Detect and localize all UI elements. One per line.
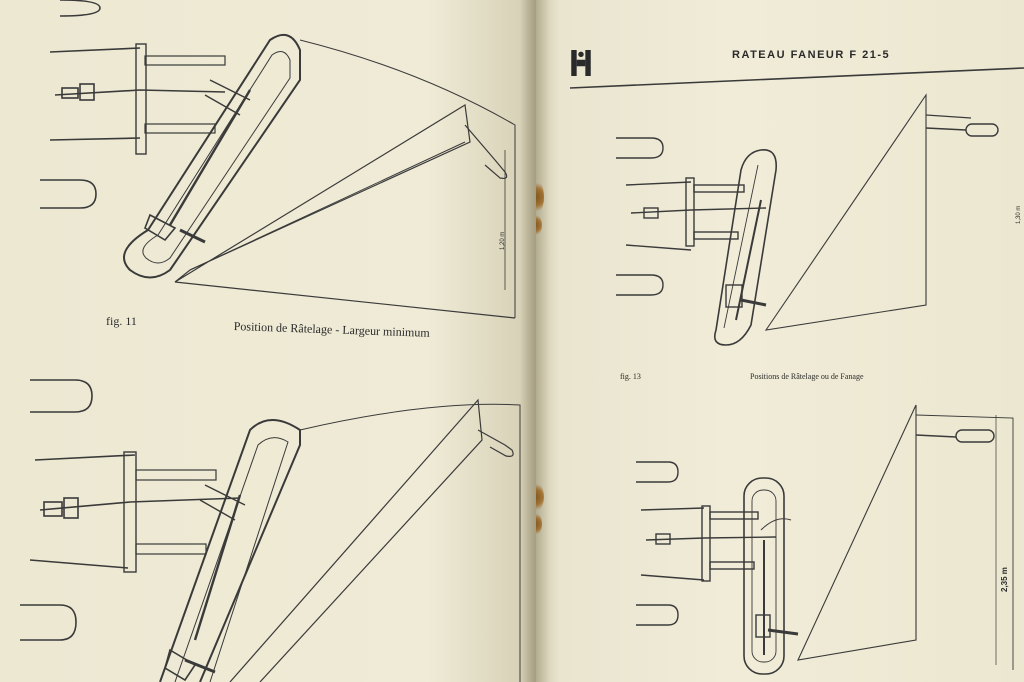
left-page: fig. 11 Position de Râtelage - Largeur m… bbox=[0, 0, 536, 682]
header-rule bbox=[569, 67, 1024, 89]
tine-hook bbox=[20, 604, 77, 641]
tine-hook bbox=[616, 274, 664, 296]
fig11-dimension: 1,20 m bbox=[500, 231, 506, 250]
frame-post bbox=[123, 451, 137, 573]
rust-stain bbox=[536, 482, 544, 512]
right-page-drawings bbox=[569, 67, 1024, 675]
fig13-dimension-bottom: 2,35 m bbox=[1000, 567, 1009, 592]
fig13-label: fig. 13 bbox=[620, 372, 641, 381]
left-page-drawings bbox=[20, 0, 521, 682]
tine-hook bbox=[59, 0, 101, 17]
tine-hook bbox=[636, 604, 679, 626]
right-page: RATEAU FANEUR F 21-5 fig. 13 Positions d… bbox=[536, 0, 1024, 682]
book-gutter bbox=[520, 0, 550, 682]
tine-hook bbox=[616, 137, 664, 159]
fig13-caption: Positions de Râtelage ou de Fanage bbox=[750, 372, 864, 381]
fig11-label: fig. 11 bbox=[106, 314, 137, 328]
rust-stain bbox=[536, 512, 542, 536]
page-title: RATEAU FANEUR F 21-5 bbox=[732, 49, 891, 61]
frame-post bbox=[135, 43, 147, 155]
rust-stain bbox=[536, 180, 544, 214]
fig13-dimension-top: 1,30 m bbox=[1016, 205, 1022, 224]
tine-hook bbox=[636, 461, 679, 483]
tine-hook bbox=[40, 179, 97, 209]
rust-stain bbox=[536, 214, 542, 236]
ih-logo-icon bbox=[571, 50, 591, 76]
tine-hook bbox=[30, 379, 93, 413]
